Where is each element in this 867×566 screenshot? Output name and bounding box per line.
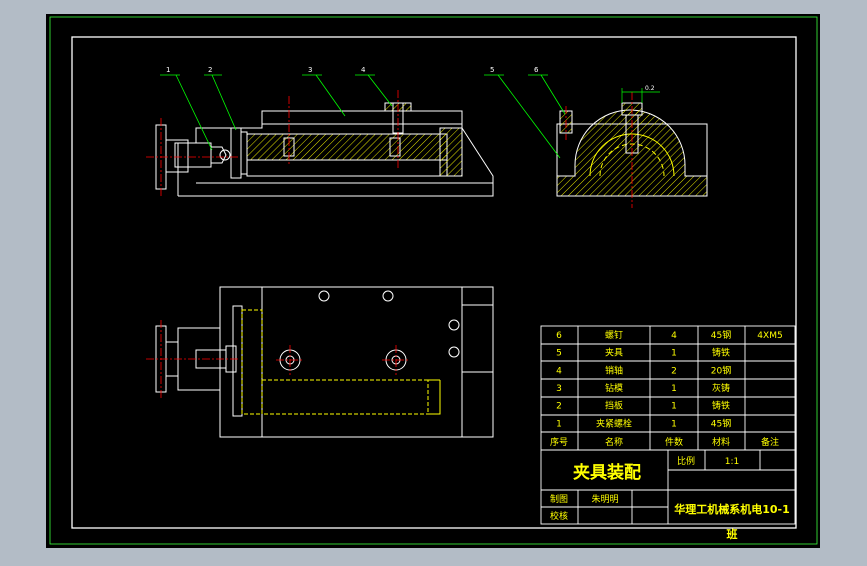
bom-cell-no: 5 xyxy=(556,349,562,359)
title-block: 夹具装配 比例 1:1 制图 朱明明 校核 华理工机械系机电10-1 班 xyxy=(540,449,796,541)
bom-cell-material: 铸铁 xyxy=(712,347,730,359)
bom-cell-qty: 1 xyxy=(671,384,677,394)
drawn-name: 朱明明 xyxy=(591,493,618,505)
bom-cell-qty: 1 xyxy=(671,349,677,359)
bom-cell-no: 1 xyxy=(556,419,562,429)
bom-cell-qty: 1 xyxy=(671,419,677,429)
bom-cell-material: 45钢 xyxy=(711,417,731,429)
bom-header-no: 序号 xyxy=(550,436,568,448)
front-view-centerlines xyxy=(146,90,399,196)
bom-cell-name: 夹紧螺栓 xyxy=(596,417,632,429)
scale-label: 比例 xyxy=(677,455,695,467)
bom-cell-material: 45钢 xyxy=(711,329,731,341)
balloon-4: 4 xyxy=(361,66,366,74)
drawing-frame xyxy=(71,36,797,529)
bom-cell-name: 钻模 xyxy=(605,382,623,394)
drawn-label: 制图 xyxy=(550,493,568,505)
top-view-centerlines xyxy=(146,320,410,398)
bom-header-name: 名称 xyxy=(605,436,623,448)
bom-row: 4 销轴 2 20钢 xyxy=(556,364,731,376)
bom-cell-name: 螺钉 xyxy=(605,330,623,341)
bom-cell-no: 3 xyxy=(556,384,562,394)
scale-value: 1:1 xyxy=(725,457,739,467)
bom-cell-name: 挡板 xyxy=(605,400,623,412)
balloon-2: 2 xyxy=(208,66,212,74)
bom-cell-qty: 2 xyxy=(671,366,677,376)
drawing-title: 夹具装配 xyxy=(573,462,641,483)
checked-label: 校核 xyxy=(550,510,568,522)
balloon-3: 3 xyxy=(308,66,312,74)
bom-cell-qty: 4 xyxy=(671,331,677,341)
balloon-labels: 1 2 3 4 5 6 xyxy=(166,66,539,74)
bom-header-row: 序号 名称 件数 材料 备注 xyxy=(550,436,779,448)
bom-header-qty: 件数 xyxy=(665,436,683,448)
bom-row: 5 夹具 1 铸铁 xyxy=(556,347,730,359)
side-view-centerlines xyxy=(565,92,633,208)
bom-row: 2 挡板 1 铸铁 xyxy=(556,400,730,412)
balloon-5: 5 xyxy=(490,66,494,74)
dimension-note: 0.2 xyxy=(645,85,655,92)
leader-lines xyxy=(160,74,566,159)
bom-table: 6 螺钉 4 45钢 4XM5 5 夹具 1 铸铁 4 销轴 2 20钢 3 钻模 1 灰铸 2 挡板 1 铸铁 1 夹紧螺… xyxy=(540,325,796,451)
bom-cell-qty: 1 xyxy=(671,402,677,412)
bom-rows: 6 螺钉 4 45钢 4XM5 5 夹具 1 铸铁 4 销轴 2 20钢 3 钻模 1 灰铸 2 挡板 1 铸铁 1 夹紧螺… xyxy=(556,329,783,429)
bom-cell-material: 20钢 xyxy=(711,364,731,376)
sheet-trim-border xyxy=(49,16,818,545)
school-class-line1: 华理工机械系机电10-1 xyxy=(674,502,790,516)
bom-header-note: 备注 xyxy=(761,436,779,448)
bom-header-material: 材料 xyxy=(712,436,730,448)
school-class-line2: 班 xyxy=(727,527,738,541)
balloon-6: 6 xyxy=(534,66,539,74)
bom-row: 1 夹紧螺栓 1 45钢 xyxy=(556,417,731,429)
bom-cell-no: 6 xyxy=(556,331,562,341)
bom-cell-no: 2 xyxy=(556,402,562,412)
bom-cell-material: 灰铸 xyxy=(712,382,730,394)
sheet-background xyxy=(46,14,820,548)
bom-cell-name: 夹具 xyxy=(605,347,623,359)
dimension-group xyxy=(621,88,660,103)
bom-row: 6 螺钉 4 45钢 4XM5 xyxy=(556,329,783,341)
title-block-grid xyxy=(540,449,796,525)
balloon-1: 1 xyxy=(166,66,170,74)
bom-cell-no: 4 xyxy=(556,366,562,376)
bom-row: 3 钻模 1 灰铸 xyxy=(556,382,730,394)
bom-cell-note: 4XM5 xyxy=(757,331,782,341)
bom-cell-name: 销轴 xyxy=(605,364,623,376)
bom-cell-material: 铸铁 xyxy=(712,400,730,412)
bom-grid xyxy=(540,325,796,451)
